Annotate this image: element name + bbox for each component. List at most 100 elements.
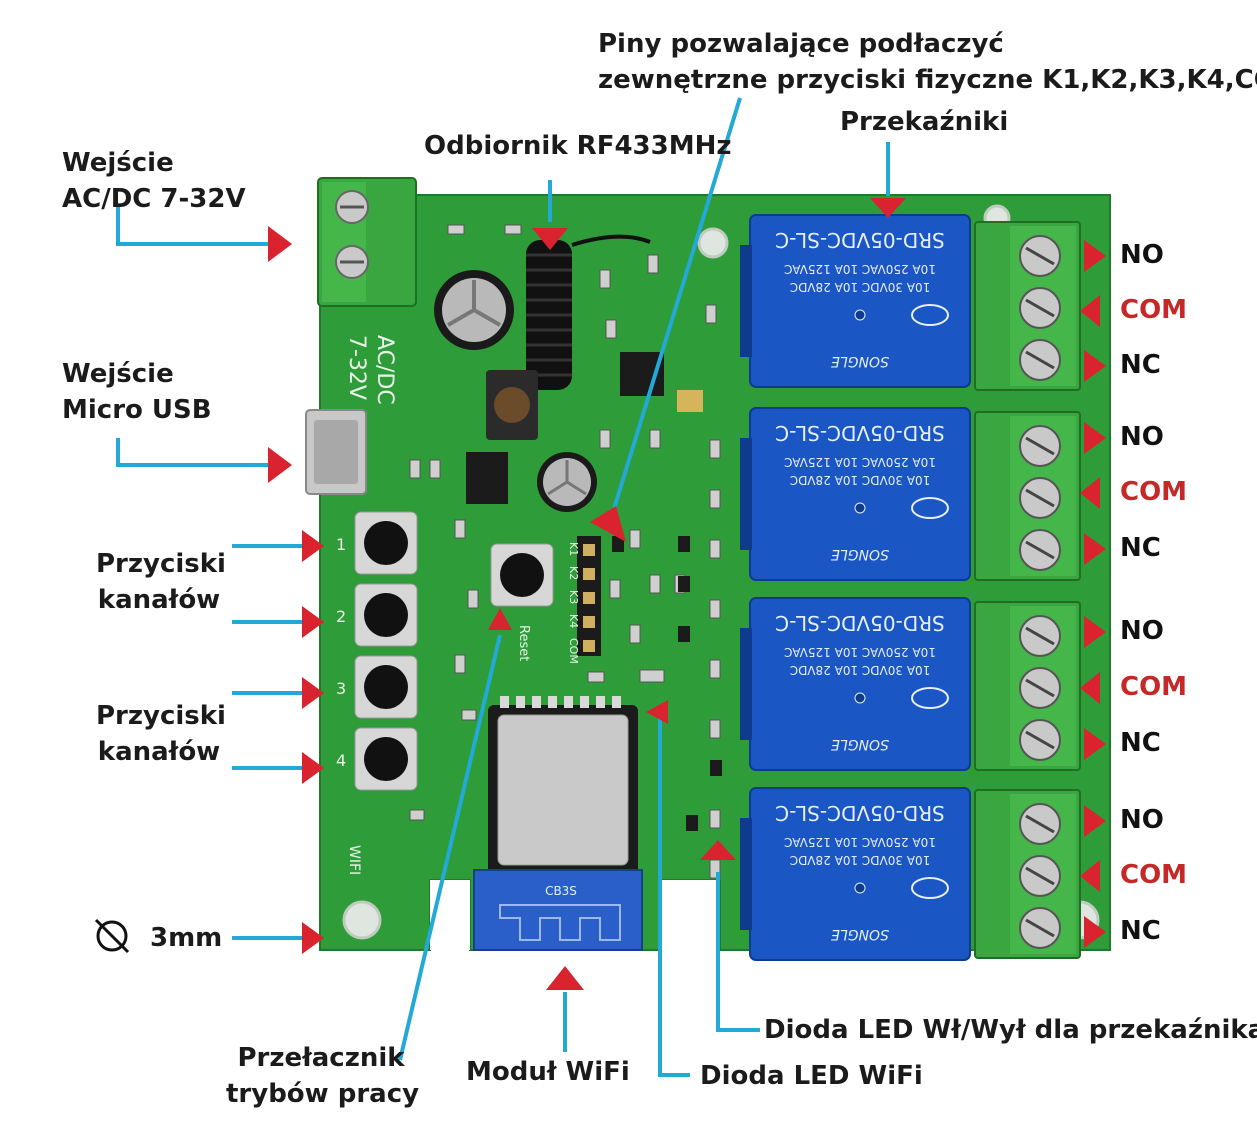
reset-silk: Reset [516, 625, 531, 661]
arrow-terminal-com [1080, 477, 1100, 509]
relay-terminal-4 [974, 789, 1081, 959]
pointer-pins [608, 97, 742, 523]
wifi-module: CB3S [473, 696, 643, 951]
arrow-terminal-nc [1084, 728, 1106, 760]
arrow-terminal-nc [1084, 533, 1106, 565]
relays: SRD-05VDC-SL-C 10A 250VAC 10A 125VAC 10A 3… [740, 214, 971, 961]
relay-rating-text: 10A 30VDC 10A 28VDC [790, 473, 931, 487]
relay-rating-text: 10A 250VAC 10A 125VAC [784, 455, 936, 469]
label-rf-receiver: Odbiornik RF433MHz [424, 131, 732, 161]
label-mode-switch: Przełacznik trybów pracy [226, 1040, 420, 1112]
svg-text:K1: K1 [567, 542, 580, 556]
relay-terminal-2 [974, 411, 1081, 581]
capacitor-large [434, 270, 514, 350]
label-mode-switch-line1: Przełacznik [237, 1043, 405, 1073]
label-input-usb: Wejście Micro USB [62, 356, 212, 428]
label-buttons-1-line2: kanałów [97, 585, 221, 615]
smd-components [409, 224, 721, 879]
label-hole: 3mm [150, 923, 223, 953]
relay-brand-text: SONGLE [831, 926, 889, 942]
svg-text:K2: K2 [567, 566, 580, 580]
relay-rating-text: 10A 250VAC 10A 125VAC [784, 835, 936, 849]
label-pins: Piny pozwalające podłaczyć zewnętrzne pr… [598, 26, 1257, 98]
arrow-mode [488, 608, 512, 630]
mounting-hole [342, 900, 382, 940]
relay-brand-text: SONGLE [831, 546, 889, 562]
relay-rating-text: 10A 30VDC 10A 28VDC [790, 663, 931, 677]
relay-2: SRD-05VDC-SL-C 10A 250VAC 10A 125VAC 10A 3… [740, 407, 971, 581]
power-terminal-block [317, 177, 417, 307]
relay-model-text: SRD-05VDC-SL-C [775, 801, 945, 825]
arrow-terminal-no [1084, 805, 1106, 837]
terminal-label-com: COM [1120, 295, 1188, 325]
rf-antenna-coil [526, 234, 651, 390]
label-pins-line1: Piny pozwalające podłaczyć [598, 29, 1004, 59]
button-number-1: 1 [336, 535, 346, 554]
arrow-terminal-com [1080, 860, 1100, 892]
relay-model-text: SRD-05VDC-SL-C [775, 611, 945, 635]
svg-text:K4: K4 [567, 614, 580, 628]
module-name-silk: CB3S [545, 884, 577, 898]
terminal-label-nc: NC [1120, 350, 1161, 380]
terminal-label-no: NO [1120, 422, 1164, 452]
label-buttons-2-line2: kanałów [97, 737, 221, 767]
arrow-wifi [546, 966, 584, 990]
relay-rating-text: 10A 250VAC 10A 125VAC [784, 645, 936, 659]
relay-terminal-blocks [974, 221, 1081, 959]
arrow-rf [532, 228, 568, 250]
power-marking-1: AC/DC [372, 335, 397, 405]
relay-model-text: SRD-05VDC-SL-C [775, 421, 945, 445]
header-pins [577, 536, 601, 656]
arrow-terminal-nc [1084, 350, 1106, 382]
terminal-label-com: COM [1120, 860, 1188, 890]
red-arrows [268, 198, 1106, 990]
button-number-3: 3 [336, 679, 346, 698]
wifi-silk: WIFI [346, 845, 362, 875]
arrow-usb [268, 447, 292, 483]
button-numbers: 1 2 3 4 [336, 535, 346, 770]
button-number-4: 4 [336, 751, 346, 770]
pointer-dc [116, 205, 272, 246]
pointer-mode [398, 634, 502, 1061]
relay-terminal-3 [974, 601, 1081, 771]
arrow-terminal-com [1080, 672, 1100, 704]
terminal-label-nc: NC [1120, 916, 1161, 946]
label-pins-line2: zewnętrzne przyciski fizyczne K1,K2,K3,K… [598, 65, 1257, 95]
relay-brand-text: SONGLE [831, 736, 889, 752]
arrow-dc [268, 226, 292, 262]
label-buttons-1-line1: Przyciski [96, 549, 226, 579]
terminal-label-nc: NC [1120, 533, 1161, 563]
terminal-label-no: NO [1120, 616, 1164, 646]
pointer-usb [116, 438, 272, 467]
terminal-label-com: COM [1120, 672, 1188, 702]
label-input-dc-line2: AC/DC 7-32V [62, 184, 246, 214]
label-buttons-2: Przyciski kanałów [96, 698, 226, 770]
label-relay-led: Dioda LED Wł/Wył dla przekaźnika [764, 1015, 1257, 1045]
label-input-usb-line1: Wejście [62, 359, 174, 389]
label-input-dc: Wejście AC/DC 7-32V [62, 145, 246, 217]
arrow-terminal-nc [1084, 916, 1106, 948]
terminal-label-no: NO [1120, 240, 1164, 270]
diameter-icon [94, 918, 130, 954]
arrow-wifi-led [646, 700, 668, 724]
arrow-relay-led [700, 840, 736, 860]
terminal-label-nc: NC [1120, 728, 1161, 758]
arrow-hole [302, 922, 324, 954]
arrow-terminal-no [1084, 422, 1106, 454]
label-relays: Przekaźniki [840, 107, 1009, 137]
pointer-relay-led [716, 872, 760, 1032]
arrow-btn3 [302, 677, 324, 709]
micro-usb-port [305, 409, 367, 495]
channel-buttons [354, 511, 418, 791]
label-mode-switch-line2: trybów pracy [226, 1079, 420, 1109]
relay-rating-text: 10A 250VAC 10A 125VAC [784, 262, 936, 276]
arrow-btn4 [302, 752, 324, 784]
regulator [466, 452, 508, 504]
power-marking-2: 7-32V [344, 335, 369, 400]
label-wifi-module: Moduł WiFi [466, 1057, 630, 1087]
svg-text:K3: K3 [567, 590, 580, 604]
label-buttons-2-line1: Przyciski [96, 701, 226, 731]
